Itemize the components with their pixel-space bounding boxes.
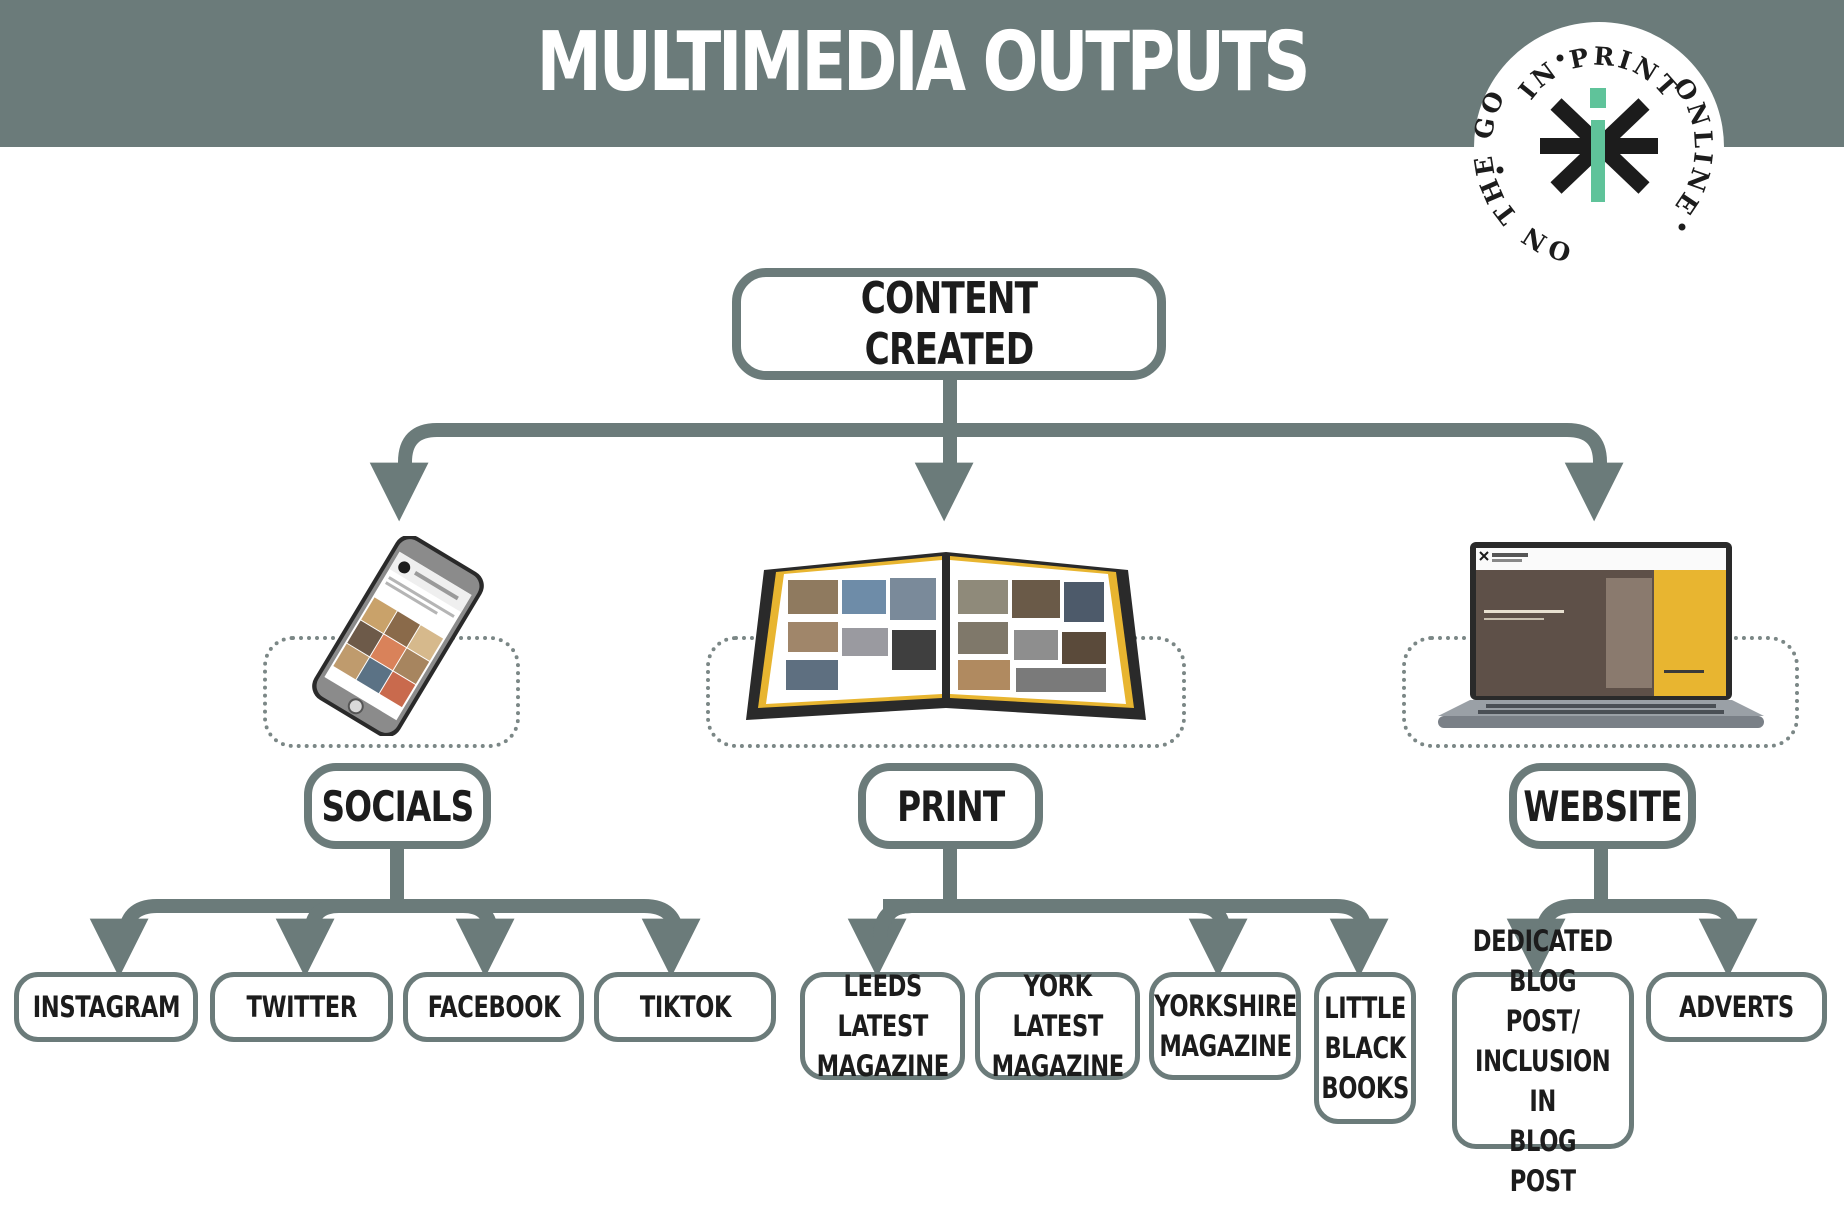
socials-node: SOCIALS xyxy=(304,763,491,849)
facebook-node: FACEBOOK xyxy=(403,972,584,1042)
smartphone-icon xyxy=(312,536,484,736)
laptop-icon xyxy=(1438,542,1764,728)
content-created-label: CONTENT CREATED xyxy=(860,273,1038,375)
website-node: WEBSITE xyxy=(1509,763,1696,849)
socials-label: SOCIALS xyxy=(321,781,474,831)
dedicated-blog-post-node: DEDICATED BLOG POST/ INCLUSION IN BLOG P… xyxy=(1452,924,1634,1198)
inprint-star-logo-icon: IN PRINT ONLINE ON THE GO xyxy=(1472,22,1724,272)
website-label: WEBSITE xyxy=(1523,781,1682,831)
tiktok-label: TIKTOK xyxy=(639,990,731,1024)
print-node: PRINT xyxy=(858,763,1043,849)
york-latest-magazine-node: YORK LATEST MAGAZINE xyxy=(975,969,1140,1083)
page-title: MULTIMEDIA OUTPUTS xyxy=(536,15,1311,110)
tiktok-node: TIKTOK xyxy=(594,972,776,1042)
content-created-node: CONTENT CREATED xyxy=(732,268,1166,380)
facebook-label: FACEBOOK xyxy=(427,990,560,1024)
twitter-node: TWITTER xyxy=(210,972,393,1042)
print-label: PRINT xyxy=(896,781,1005,831)
yorkshire-magazine-node: YORKSHIRE MAGAZINE xyxy=(1149,972,1301,1080)
little-black-books-label: LITTLE BLACK BOOKS xyxy=(1321,991,1409,1105)
twitter-label: TWITTER xyxy=(246,990,357,1024)
instagram-label: INSTAGRAM xyxy=(32,990,180,1024)
leeds-latest-magazine-node: LEEDS LATEST MAGAZINE xyxy=(800,969,965,1083)
adverts-node: ADVERTS xyxy=(1646,972,1827,1042)
little-black-books-node: LITTLE BLACK BOOKS xyxy=(1314,972,1416,1124)
york-latest-magazine-label: YORK LATEST MAGAZINE xyxy=(991,969,1124,1083)
adverts-label: ADVERTS xyxy=(1679,990,1794,1024)
dedicated-blog-post-label: DEDICATED BLOG POST/ INCLUSION IN BLOG P… xyxy=(1473,923,1613,1198)
leeds-latest-magazine-label: LEEDS LATEST MAGAZINE xyxy=(816,969,949,1083)
open-magazine-icon xyxy=(746,552,1146,720)
yorkshire-magazine-label: YORKSHIRE MAGAZINE xyxy=(1153,989,1297,1063)
instagram-node: INSTAGRAM xyxy=(14,972,198,1042)
